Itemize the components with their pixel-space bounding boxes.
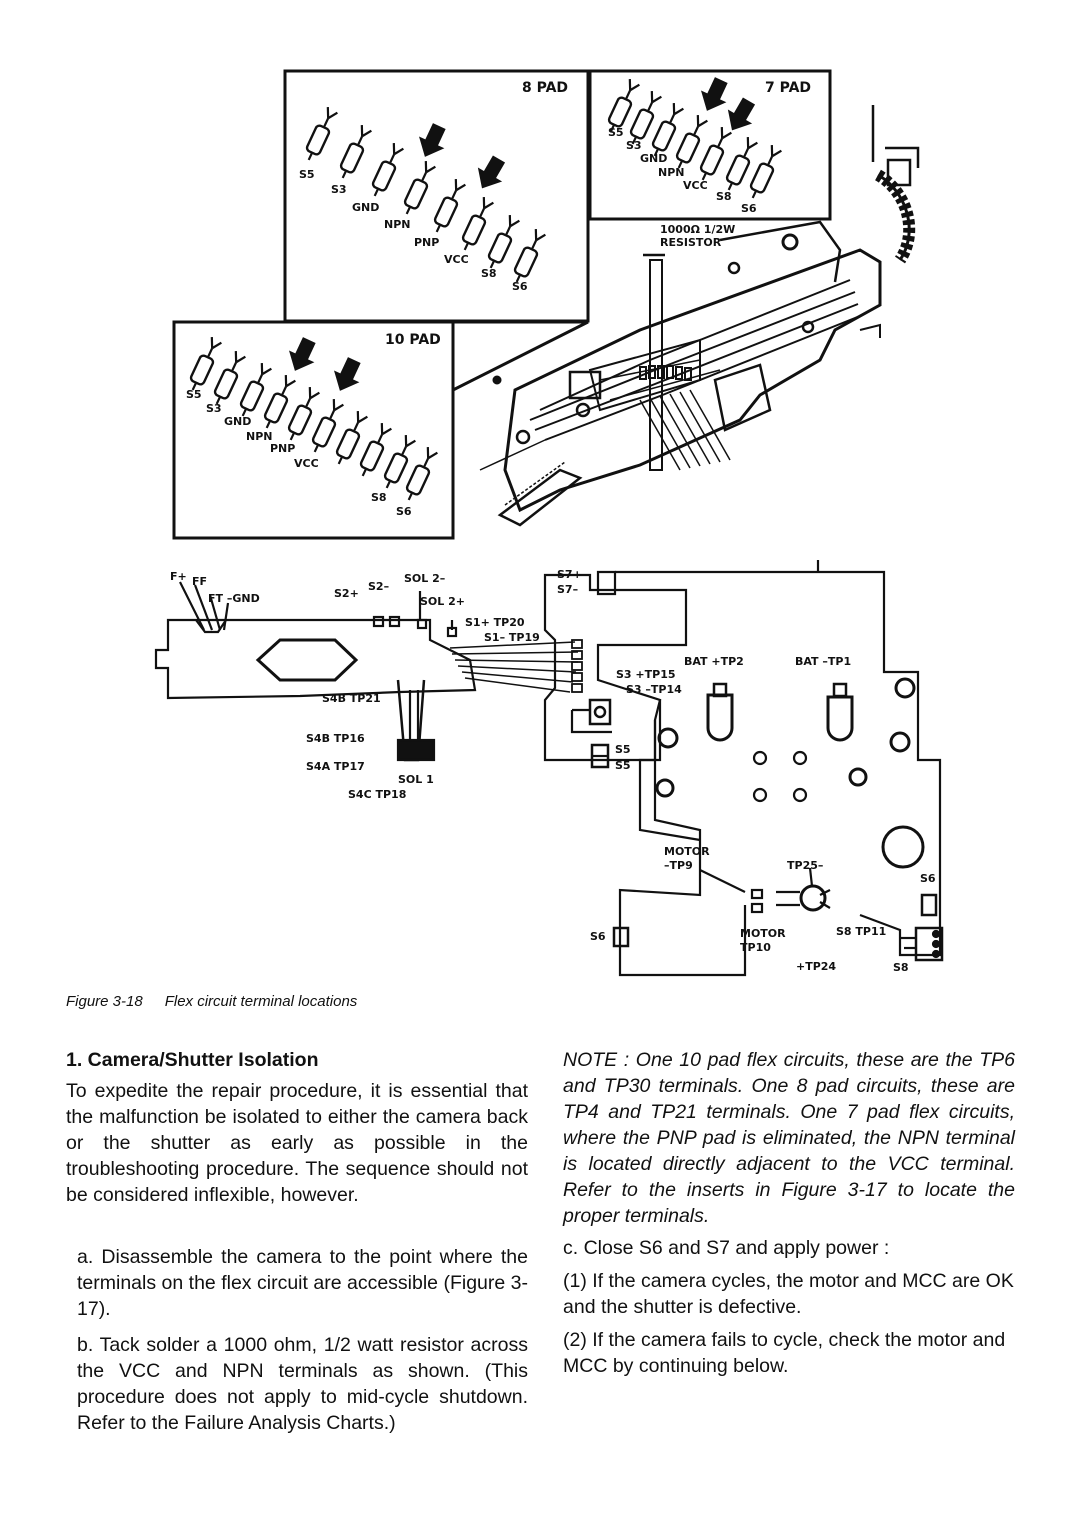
label-s7-plus: S7+ (557, 568, 582, 581)
label-s1-minus-tp19: S1– TP19 (484, 631, 540, 644)
label-npn-7: NPN (658, 166, 684, 179)
label-s3-plus-tp15: S3 +TP15 (616, 668, 676, 681)
inset-7-pad-title: 7 PAD (765, 80, 811, 96)
step-c: c. Close S6 and S7 and apply power : (563, 1237, 890, 1259)
label-gnd-8: GND (352, 201, 379, 214)
label-motor-a: MOTOR (664, 845, 710, 858)
label-s5-10: S5 (186, 388, 202, 401)
label-vcc-8: VCC (444, 253, 469, 266)
step-c-1: (1) If the camera cycles, the motor and … (563, 1270, 1014, 1318)
step-b: b. Tack solder a 1000 ohm, 1/2 watt resi… (77, 1334, 528, 1434)
label-s7-minus: S7– (557, 583, 578, 596)
label-s6-left: S6 (590, 930, 606, 943)
label-tp25: TP25– (787, 859, 823, 872)
label-pnp-8: PNP (414, 236, 439, 249)
label-s4a-tp17: S4A TP17 (306, 760, 365, 773)
left-column: 1. Camera/Shutter Isolation To expedite … (66, 1047, 528, 1436)
label-tp24: +TP24 (796, 960, 836, 973)
label-s8: S8 (893, 961, 909, 974)
label-s6-8: S6 (512, 280, 528, 293)
resistor-label-line1: 1000Ω 1/2W (660, 223, 735, 236)
label-s6-10: S6 (396, 505, 412, 518)
inset-8-pad: 8 PAD S5 S3 GND NPN PNP VCC S8 S6 (283, 69, 590, 323)
label-vcc-7: VCC (683, 179, 708, 192)
label-sol2-plus: SOL 2+ (420, 595, 465, 608)
label-s2-plus: S2+ (334, 587, 359, 600)
flex-circuit-figure: 8 PAD S5 S3 GND NPN PNP VCC S8 S6 7 PAD (154, 69, 944, 977)
label-ff: FF (192, 575, 207, 588)
label-motor-tp10: TP10 (740, 941, 771, 954)
section-heading: 1. Camera/Shutter Isolation (66, 1049, 319, 1071)
label-s2-minus: S2– (368, 580, 389, 593)
label-s8-10: S8 (371, 491, 387, 504)
label-gnd-10: GND (224, 415, 251, 428)
label-s1-plus-tp20: S1+ TP20 (465, 616, 525, 629)
camera-mechanism-illustration (451, 105, 920, 527)
figure-number: Figure 3-18 (66, 993, 143, 1010)
label-f-plus: F+ (170, 570, 187, 583)
inset-10-pad-title: 10 PAD (385, 332, 441, 348)
label-npn-10: NPN (246, 430, 272, 443)
label-s5-7: S5 (608, 126, 624, 139)
step-c-2: (2) If the camera fails to cycle, check … (563, 1329, 1006, 1377)
note-paragraph: NOTE : One 10 pad flex circuits, these a… (563, 1049, 1015, 1227)
label-s8-tp11: S8 TP11 (836, 925, 886, 938)
label-sol2-minus: SOL 2– (404, 572, 445, 585)
label-s8-7: S8 (716, 190, 732, 203)
label-s6-right: S6 (920, 872, 936, 885)
label-s3-7: S3 (626, 139, 642, 152)
inset-8-pad-title: 8 PAD (522, 80, 568, 96)
label-s5-8: S5 (299, 168, 315, 181)
label-gnd-7: GND (640, 152, 667, 165)
label-npn-8: NPN (384, 218, 410, 231)
label-s3-8: S3 (331, 183, 347, 196)
step-a: a. Disassemble the camera to the point w… (77, 1246, 528, 1320)
label-s3-10: S3 (206, 402, 222, 415)
resistor-label-line2: RESISTOR (660, 236, 722, 249)
intro-paragraph: To expedite the repair procedure, it is … (66, 1080, 528, 1206)
inset-10-pad: 10 PAD S5 S3 GND NPN PNP VCC S8 S6 (172, 320, 455, 540)
label-bat-minus-tp1: BAT –TP1 (795, 655, 851, 668)
label-pnp-10: PNP (270, 442, 295, 455)
label-bat-plus-tp2: BAT +TP2 (684, 655, 744, 668)
label-motor-b: MOTOR (740, 927, 786, 940)
label-s3-minus-tp14: S3 –TP14 (626, 683, 682, 696)
flex-circuit-labels: F+ FF FT –GND S2+ S2– SOL 2– SOL 2+ S1+ … (170, 568, 936, 974)
label-sol1: SOL 1 (398, 773, 434, 786)
inset-7-pad: 7 PAD S5 S3 GND NPN VCC S8 S6 (588, 69, 832, 221)
label-s4b-tp21: S4B TP21 (322, 692, 381, 705)
label-s5-a: S5 (615, 743, 631, 756)
right-column: NOTE : One 10 pad flex circuits, these a… (563, 1047, 1015, 1379)
label-s8-8: S8 (481, 267, 497, 280)
label-s5-b: S5 (615, 759, 631, 772)
figure-title: Flex circuit terminal locations (164, 993, 358, 1010)
label-s4c-tp18: S4C TP18 (348, 788, 406, 801)
label-s4b-tp16: S4B TP16 (306, 732, 365, 745)
flex-circuit-schematic (154, 560, 944, 977)
figure-caption: Figure 3-18 Flex circuit terminal locatio… (66, 993, 357, 1010)
label-s6-7: S6 (741, 202, 757, 215)
label-vcc-10: VCC (294, 457, 319, 470)
label-motor-tp9: –TP9 (664, 859, 693, 872)
label-ft-gnd: FT –GND (208, 592, 260, 605)
